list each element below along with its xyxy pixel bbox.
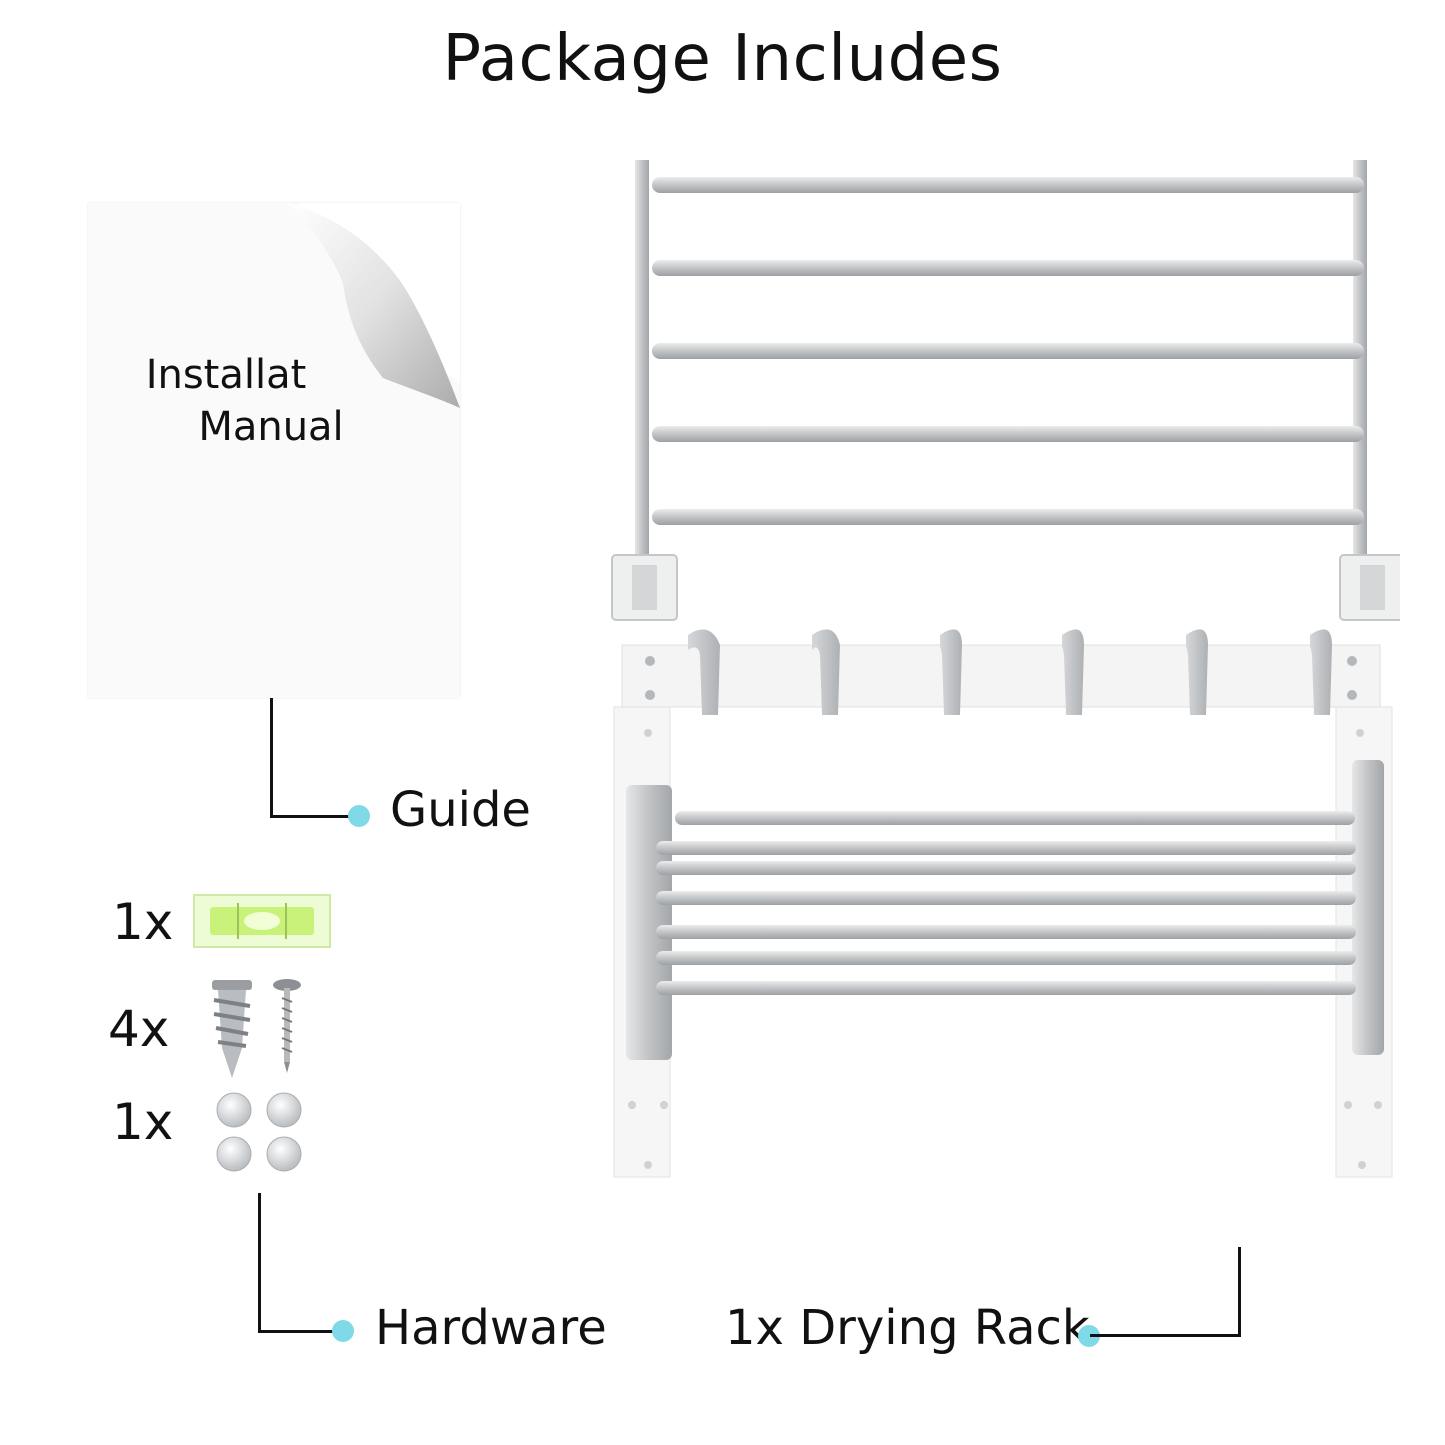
- bubble-level-icon: [193, 894, 331, 948]
- caps-quantity: 1x: [112, 1093, 174, 1151]
- drying-rack-label: 1x Drying Rack: [725, 1300, 1090, 1356]
- drying-rack-dot: [1078, 1325, 1100, 1347]
- hardware-connector-vertical: [258, 1193, 261, 1333]
- installation-manual: Installat Manual: [88, 203, 460, 698]
- top-rack-bars: [652, 177, 1364, 525]
- page-curl-icon: [288, 203, 460, 408]
- wood-screw-icon: [273, 979, 301, 1073]
- guide-connector-horizontal: [270, 815, 360, 818]
- rack-connector-vertical: [1238, 1247, 1241, 1337]
- guide-connector-vertical: [270, 698, 273, 818]
- guide-label: Guide: [390, 782, 531, 838]
- anchor-quantity: 4x: [108, 1000, 170, 1058]
- hardware-connector-horizontal: [258, 1330, 343, 1333]
- level-quantity: 1x: [112, 893, 174, 951]
- hook-row: [688, 629, 1332, 715]
- page-title: Package Includes: [442, 22, 1003, 96]
- guide-dot: [348, 805, 370, 827]
- rack-connector-horizontal: [1090, 1334, 1241, 1337]
- manual-title-line2: Manual: [198, 404, 344, 450]
- drying-rack-image: [611, 160, 1400, 1178]
- screw-caps-icon: [216, 1092, 302, 1172]
- lower-rack-bars: [656, 811, 1356, 995]
- hardware-dot: [332, 1320, 354, 1342]
- manual-title-line1: Installat: [145, 352, 307, 398]
- wall-anchor-icon: [212, 980, 252, 1078]
- hardware-label: Hardware: [375, 1300, 607, 1356]
